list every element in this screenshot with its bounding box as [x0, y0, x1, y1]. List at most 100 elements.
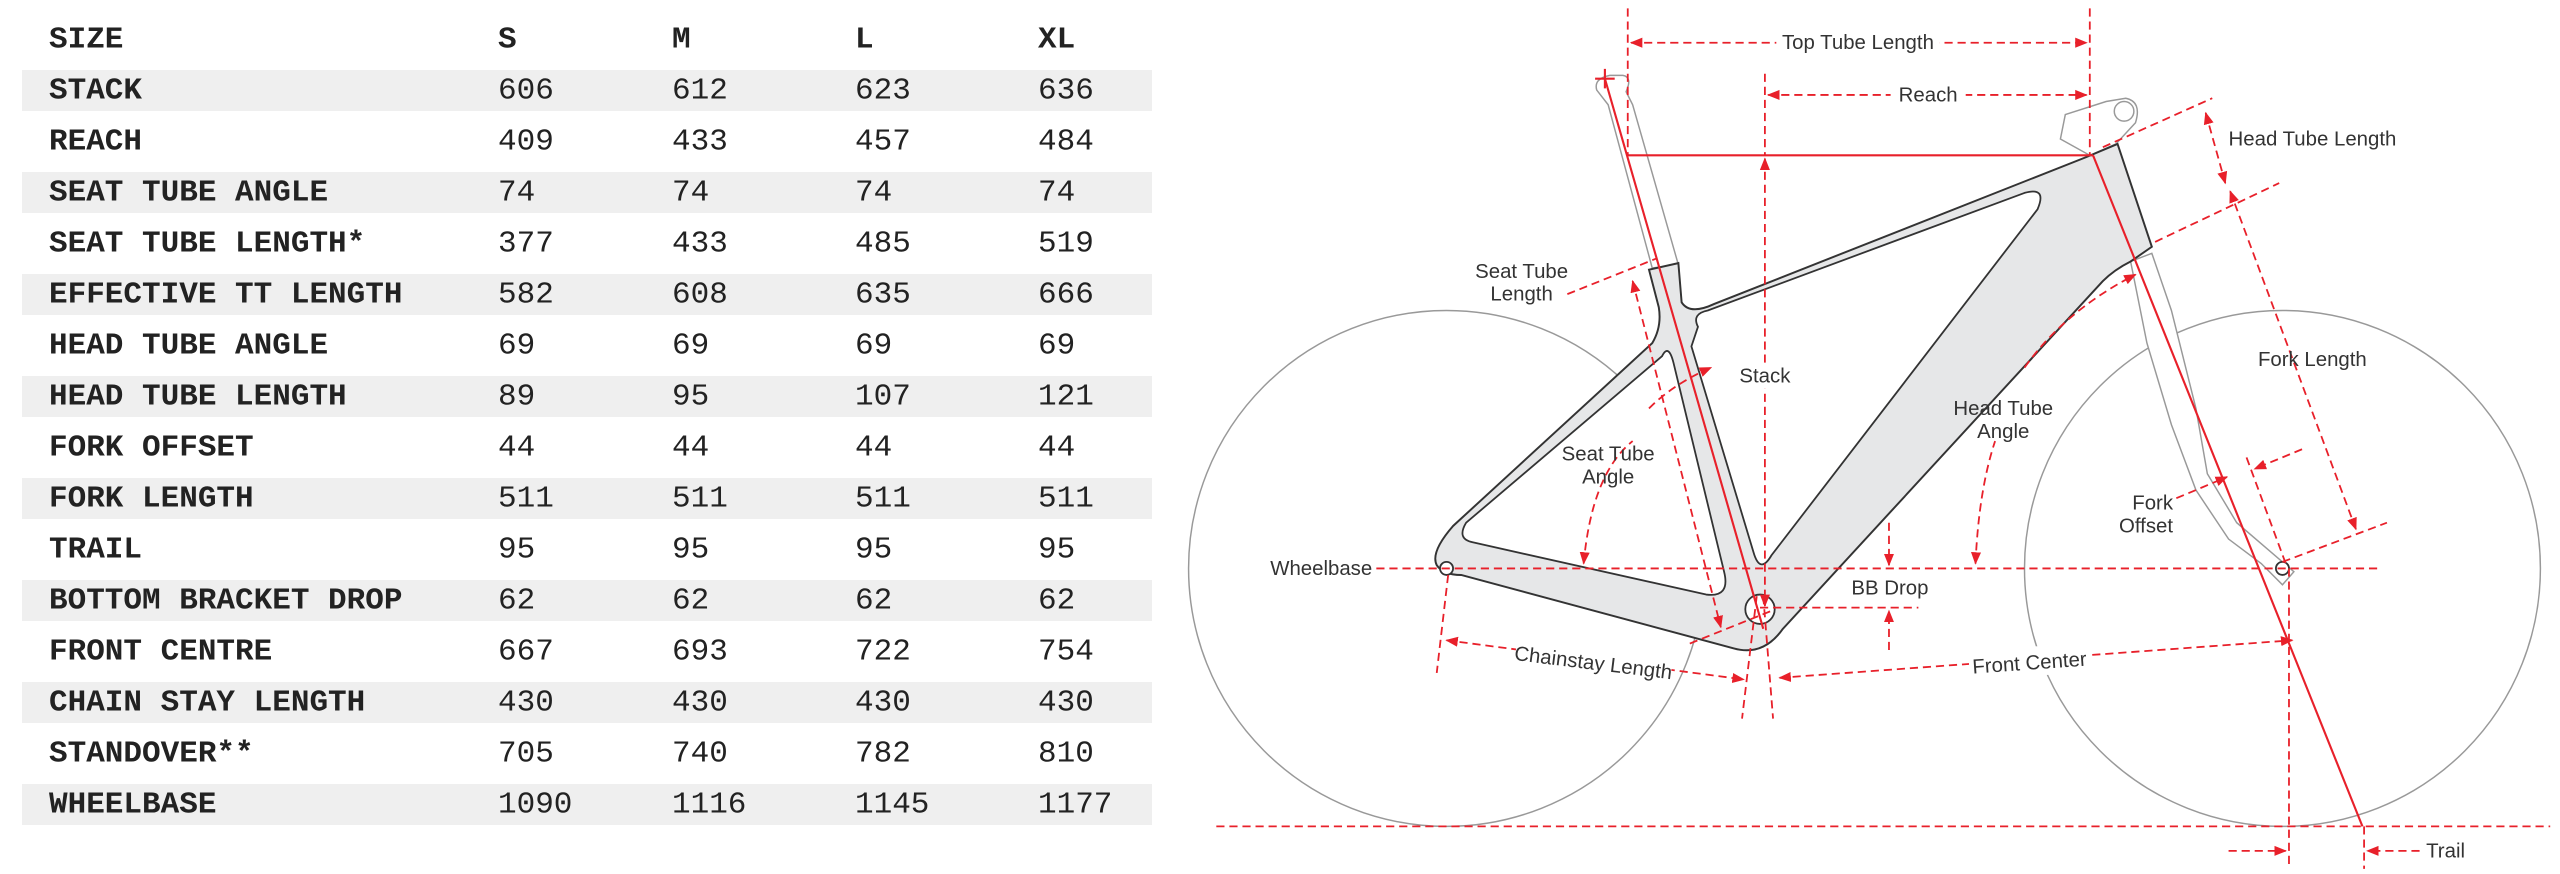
cell-value: 89 — [498, 379, 536, 414]
cell-value: 62 — [1038, 583, 1076, 618]
cell-value: 62 — [498, 583, 536, 618]
front-center-arrow — [1778, 636, 2294, 683]
cell-value: 121 — [1038, 379, 1094, 414]
row-label: SEAT TUBE ANGLE — [49, 175, 329, 210]
label-seat-tube-length-line2: Length — [1490, 284, 1552, 306]
label-head-tube-angle-line2: Angle — [1977, 421, 2029, 443]
row-label: REACH — [49, 124, 143, 159]
cell-value: 457 — [855, 124, 911, 159]
row-label: STACK — [49, 73, 143, 108]
rear-axle-drop-line — [1435, 574, 1450, 674]
cell-value: 74 — [1038, 175, 1076, 210]
cell-value: 1090 — [498, 787, 573, 822]
cell-value: 430 — [498, 685, 554, 720]
cell-value: 44 — [855, 430, 893, 465]
cell-value: 635 — [855, 277, 911, 312]
header-size: SIZE — [49, 22, 124, 57]
label-reach: Reach — [1899, 84, 1958, 106]
row-label: HEAD TUBE LENGTH — [49, 379, 347, 414]
cell-value: 511 — [672, 481, 728, 516]
bb-drop-line-1 — [1741, 596, 1758, 719]
label-seat-tube-angle-line1: Seat Tube — [1562, 444, 1655, 466]
cell-value: 44 — [1038, 430, 1076, 465]
cell-value: 623 — [855, 73, 911, 108]
row-label: CHAIN STAY LENGTH — [49, 685, 366, 720]
seatpost — [1595, 74, 1680, 269]
head-tube-length-arrow — [2203, 111, 2228, 185]
stem-clamp — [2113, 100, 2135, 122]
cell-value: 1177 — [1038, 787, 1113, 822]
table-row: SEAT TUBE ANGLE 74 74 74 74 — [22, 172, 1152, 213]
bb-drop-line-2 — [1762, 596, 1774, 719]
table-header-row: SIZE S M L XL — [22, 19, 1152, 60]
cell-value: 693 — [672, 634, 728, 669]
cell-value: 754 — [1038, 634, 1094, 669]
cell-value: 95 — [672, 379, 710, 414]
cell-value: 74 — [672, 175, 710, 210]
cell-value: 1145 — [855, 787, 930, 822]
cell-value: 430 — [1038, 685, 1094, 720]
cell-value: 433 — [672, 124, 728, 159]
fork-offset-guide — [2245, 457, 2287, 564]
cell-value: 95 — [672, 532, 710, 567]
cell-value: 810 — [1038, 736, 1094, 771]
label-fork-offset-line1: Fork — [2132, 493, 2174, 515]
cell-value: 485 — [855, 226, 911, 261]
cell-value: 69 — [498, 328, 536, 363]
fork-offset-arrow-right — [2253, 448, 2303, 470]
cell-value: 606 — [498, 73, 554, 108]
cell-value: 608 — [672, 277, 728, 312]
cell-value: 44 — [672, 430, 710, 465]
cell-value: 377 — [498, 226, 554, 261]
cell-value: 74 — [498, 175, 536, 210]
cell-value: 69 — [672, 328, 710, 363]
head-tube-angle-arc — [1976, 275, 2136, 564]
fork-length-arrow — [2229, 190, 2357, 531]
fork — [2129, 252, 2295, 586]
cell-value: 107 — [855, 379, 911, 414]
row-label: FORK OFFSET — [49, 430, 254, 465]
cell-value: 511 — [498, 481, 554, 516]
cell-value: 636 — [1038, 73, 1094, 108]
cell-value: 433 — [672, 226, 728, 261]
cell-value: 95 — [1038, 532, 1076, 567]
header-size-col: L — [855, 22, 874, 57]
cell-value: 95 — [498, 532, 536, 567]
htl-top-ext — [2102, 97, 2213, 149]
row-label: BOTTOM BRACKET DROP — [49, 583, 403, 618]
cell-value: 409 — [498, 124, 554, 159]
cell-value: 62 — [855, 583, 893, 618]
cell-value: 430 — [855, 685, 911, 720]
label-fork-offset-line2: Offset — [2119, 516, 2173, 538]
row-label: STANDOVER** — [49, 736, 254, 771]
label-stack: Stack — [1739, 365, 1791, 387]
row-label: TRAIL — [49, 532, 143, 567]
row-label: SEAT TUBE LENGTH* — [49, 226, 366, 261]
header-size-col: XL — [1038, 22, 1076, 57]
cell-value: 582 — [498, 277, 554, 312]
cell-value: 740 — [672, 736, 728, 771]
header-size-col: M — [672, 22, 691, 57]
cell-value: 1116 — [672, 787, 747, 822]
cell-value: 74 — [855, 175, 893, 210]
label-trail: Trail — [2426, 840, 2465, 862]
label-seat-tube-length-line1: Seat Tube — [1475, 261, 1568, 283]
seat-top-cross — [1595, 68, 1615, 89]
header-size-col: S — [498, 22, 517, 57]
cell-value: 519 — [1038, 226, 1094, 261]
row-label: HEAD TUBE ANGLE — [49, 328, 329, 363]
label-wheelbase: Wheelbase — [1270, 558, 1372, 580]
